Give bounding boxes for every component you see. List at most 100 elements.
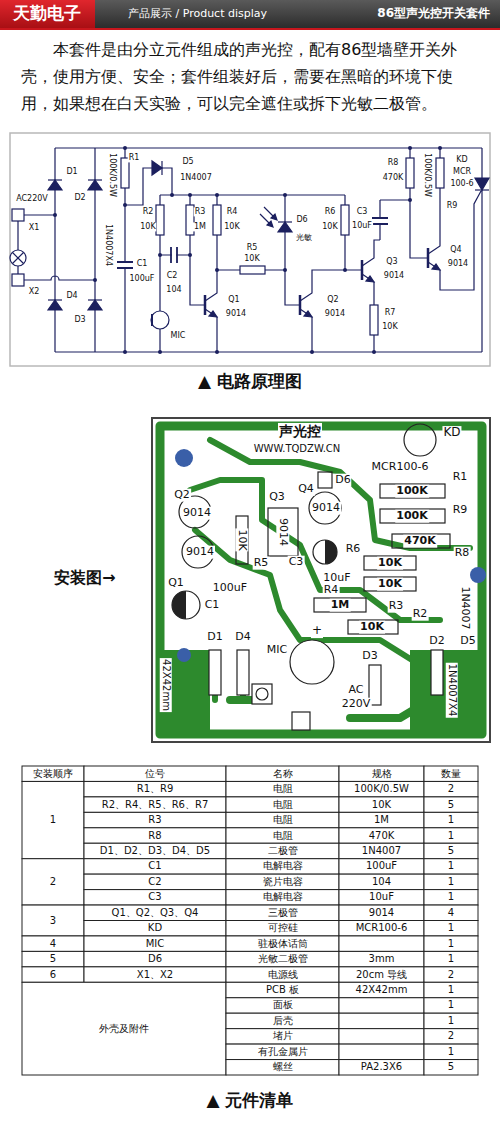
table-cell-border xyxy=(339,766,424,781)
silkscreen-label: D6 xyxy=(334,474,351,487)
schematic-part-part xyxy=(475,189,489,190)
table-cell: R1、R9 xyxy=(137,783,174,795)
table-cell-border xyxy=(84,766,226,781)
table-cell-border xyxy=(84,921,226,936)
table-cell-border xyxy=(424,951,478,966)
silkscreen-label: 100K xyxy=(395,510,429,523)
table-cell-border xyxy=(226,905,339,920)
component-label: 10K xyxy=(381,322,398,331)
pcb-board-part-part xyxy=(309,492,341,524)
component-label: 100K/0.5W xyxy=(107,152,116,198)
table-cell: 三极管 xyxy=(268,907,298,919)
silkscreen-label: 10K xyxy=(359,621,385,634)
silkscreen-label: 1N4007X4 xyxy=(446,663,458,718)
pcb-board-part-part xyxy=(256,688,268,700)
pcb-board xyxy=(152,418,490,742)
table-cell: MIC xyxy=(146,938,165,950)
schematic-part-part-part xyxy=(283,193,287,197)
table-cell: 470K xyxy=(369,830,395,842)
component-label: Q4 xyxy=(449,245,462,254)
silkscreen-label: C1 xyxy=(204,599,221,612)
component-label: 104 xyxy=(165,285,182,294)
silkscreen-label: D4 xyxy=(234,631,251,644)
table-cell-border xyxy=(339,1044,424,1059)
table-cell: 电解电容 xyxy=(263,892,303,904)
table-cell: Q1、Q2、Q3、Q4 xyxy=(112,907,199,919)
schematic-part-part xyxy=(13,253,24,264)
schematic-part-part xyxy=(260,207,276,226)
silkscreen-label: R8 xyxy=(454,547,471,560)
pcb-board-part xyxy=(325,540,337,564)
table-cell-border xyxy=(339,781,424,796)
silkscreen-label: R6 xyxy=(345,543,362,556)
table-cell-border xyxy=(22,936,84,951)
silkscreen-label: D1 xyxy=(206,631,223,644)
pcb-board-part-part xyxy=(431,650,443,695)
component-label: 光敏 xyxy=(295,233,313,242)
table-cell: 4 xyxy=(50,938,56,950)
table-cell: 9014 xyxy=(369,907,394,919)
pcb-board-part-part xyxy=(290,640,334,684)
silkscreen-label: WWW.TQDZW.CN xyxy=(253,443,342,455)
component-label: R9 xyxy=(446,201,459,210)
table-cell: 2 xyxy=(448,969,454,981)
table-cell: 1 xyxy=(448,1000,454,1012)
table-cell: 规格 xyxy=(372,768,392,780)
table-cell: 1 xyxy=(448,1046,454,1058)
table-cell-border xyxy=(84,812,226,827)
table-cell: 1 xyxy=(448,953,454,965)
schematic-part-part xyxy=(370,305,378,335)
component-label: R1 xyxy=(128,153,141,162)
table-cell-border xyxy=(339,936,424,951)
pcb-board-part-part xyxy=(380,484,445,498)
component-label: MCR xyxy=(452,167,472,176)
pcb-board-part-part xyxy=(364,577,416,591)
component-label: 100uF xyxy=(129,274,156,283)
table-cell-border xyxy=(22,905,84,936)
component-label: 100K/0.5W xyxy=(422,152,431,198)
silkscreen-label: Q1 xyxy=(167,577,185,590)
table-cell-border xyxy=(339,828,424,843)
table-cell-border xyxy=(22,982,226,1075)
component-label: 10uF xyxy=(351,221,373,230)
component-label: D2 xyxy=(73,193,86,202)
component-label: 10K xyxy=(223,222,240,231)
table-cell: C3 xyxy=(148,892,161,904)
header-bar-part xyxy=(0,0,95,28)
component-label: X1 xyxy=(28,223,41,232)
table-cell: 安装顺序 xyxy=(33,768,73,780)
table-cell: R8 xyxy=(148,830,161,842)
table-cell-border xyxy=(339,1029,424,1044)
table-cell: 1 xyxy=(448,1015,454,1027)
table-cell: 5 xyxy=(50,953,56,965)
table-cell: 外壳及附件 xyxy=(99,1023,149,1035)
component-label: 1M xyxy=(193,222,207,231)
silkscreen-label: Q4 xyxy=(297,483,315,496)
pcb-board-part xyxy=(156,650,210,736)
table-cell: 电阻 xyxy=(273,799,293,811)
schematic-part-part xyxy=(213,205,221,235)
schematic-part-part xyxy=(240,266,265,274)
pcb-board-part-part xyxy=(364,556,416,570)
table-cell: 1M xyxy=(374,814,389,826)
table-cell: PCB 板 xyxy=(266,984,299,996)
component-label: X2 xyxy=(28,287,41,296)
table-cell-border xyxy=(339,967,424,982)
schematic xyxy=(10,133,490,366)
table-cell-border xyxy=(424,797,478,812)
silkscreen-label: R3 xyxy=(388,600,405,613)
schematic-part-part xyxy=(278,222,292,232)
table-cell: MCR100-6 xyxy=(356,922,408,934)
pcb-board-part-part xyxy=(380,509,445,523)
component-label: 9014 xyxy=(447,259,469,268)
table-cell: 瓷片电容 xyxy=(263,876,303,888)
intro-paragraph: 本套件是由分立元件组成的声光控，配有86型墙壁开关外壳，使用方便、安全；套件组装… xyxy=(21,36,479,117)
table-cell: 2 xyxy=(50,876,56,888)
component-label: Q1 xyxy=(227,295,240,304)
schematic-part-part xyxy=(171,246,177,264)
table-cell-border xyxy=(84,797,226,812)
table-cell-border xyxy=(339,1013,424,1028)
component-label: 1N4007X4 xyxy=(103,223,112,267)
pcb-board-part-part xyxy=(172,591,200,619)
header-text: 产品展示 / Product display xyxy=(128,8,267,21)
